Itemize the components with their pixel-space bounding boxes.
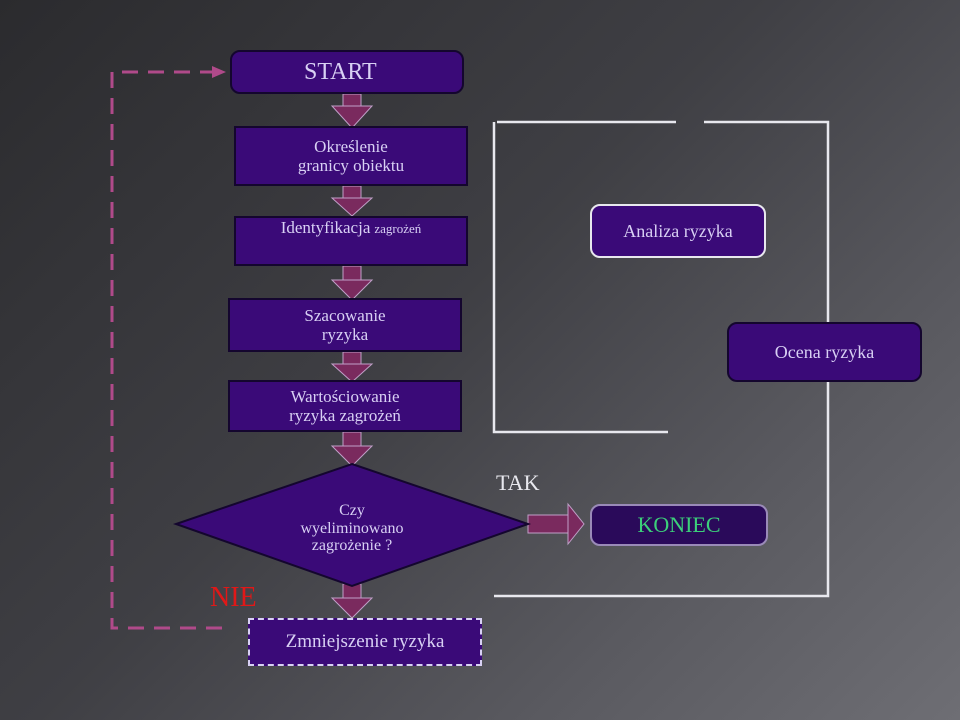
evaluation-node: Wartościowanie ryzyka zagrożeń: [228, 380, 462, 432]
identification-label-small: zagrożeń: [374, 221, 422, 236]
down-arrow-5: [330, 431, 374, 467]
decision-label-line-1: Czy: [339, 502, 365, 519]
yes-label: TAK: [496, 470, 540, 495]
decision-label-line-3: zagrożenie ?: [311, 537, 393, 555]
assessment-group-box: Ocena ryzyka: [727, 322, 922, 382]
identification-node: Identyfikacja zagrożeń: [234, 216, 468, 266]
down-arrow-6: [330, 583, 374, 619]
evaluation-label-line-2: ryzyka zagrożeń: [289, 406, 401, 425]
identification-label-main: Identyfikacja: [280, 218, 371, 237]
boundary-node: Określenie granicy obiektu: [234, 126, 468, 186]
analysis-group-label: Analiza ryzyka: [623, 220, 733, 241]
decision-diamond: [172, 462, 532, 588]
no-label: NIE: [210, 582, 257, 613]
end-label: KONIEC: [637, 511, 721, 537]
down-arrow-2: [330, 185, 374, 217]
estimation-label-line-2: ryzyka: [321, 325, 369, 344]
estimation-label-line-1: Szacowanie: [304, 305, 386, 325]
start-label: START: [304, 58, 377, 85]
decision-label-line-2: wyeliminowano: [300, 519, 404, 537]
end-node: KONIEC: [590, 504, 768, 546]
estimation-node: Szacowanie ryzyka: [228, 298, 462, 352]
down-arrow-1: [330, 93, 374, 129]
right-arrow-yes: [527, 502, 585, 546]
evaluation-label-line-1: Wartościowanie: [290, 386, 400, 406]
feedback-loop-dashed-line: [110, 70, 222, 630]
decision-text: Czy wyeliminowano zagrożenie ?: [262, 502, 442, 555]
boundary-label-line-2: granicy obiektu: [297, 156, 405, 175]
analysis-bracket-line: [492, 122, 668, 434]
reduction-label: Zmniejszenie ryzyka: [285, 631, 445, 653]
down-arrow-3: [330, 265, 374, 301]
assessment-group-label: Ocena ryzyka: [774, 341, 875, 362]
feedback-arrowhead-icon: [212, 66, 226, 78]
start-node: START: [230, 50, 464, 94]
analysis-group-box: Analiza ryzyka: [590, 204, 766, 258]
boundary-label-line-1: Określenie: [314, 136, 388, 156]
down-arrow-4: [330, 351, 374, 383]
reduction-node: Zmniejszenie ryzyka: [248, 618, 482, 666]
